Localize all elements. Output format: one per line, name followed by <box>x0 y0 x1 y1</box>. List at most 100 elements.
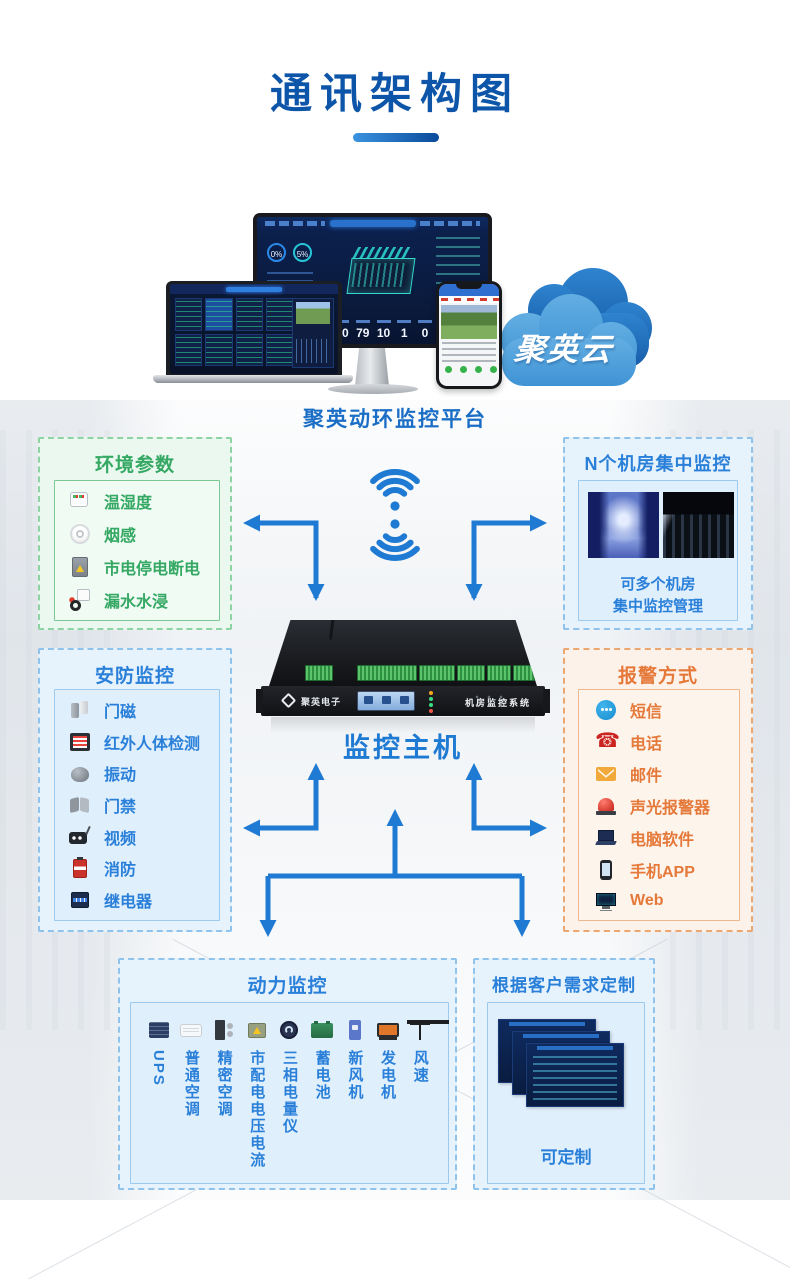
platform-caption: 聚英动环监控平台 <box>303 408 487 431</box>
arrow-to-host-right <box>465 520 542 601</box>
battery-icon <box>309 1017 335 1043</box>
water-leak-icon <box>69 588 91 611</box>
relay-icon <box>69 889 91 911</box>
greenhouse-photo <box>441 305 497 339</box>
environment-box: 环境参数 温湿度 烟感 市电停电断电 漏水水浸 <box>38 437 232 630</box>
brand-text: 聚英电子 <box>301 697 342 707</box>
power-item: 市配电电压电流 <box>244 1017 270 1177</box>
fire-icon <box>69 857 91 879</box>
cabinet-3d-model <box>346 247 416 295</box>
list-item: 消防 <box>69 856 219 880</box>
stat-value: 1 <box>397 320 412 340</box>
list-item: 漏水水浸 <box>69 588 219 612</box>
power-item: UPS <box>146 1017 172 1177</box>
rooms-title: N个机房集中监控 <box>584 454 732 474</box>
list-item: 振动 <box>69 761 219 785</box>
arrow-to-alarm <box>471 768 547 837</box>
fresh-air-fan-icon <box>342 1017 368 1043</box>
power-item: 三相电量仪 <box>276 1017 302 1177</box>
custom-screenshots <box>498 1019 638 1119</box>
stat-value: 79 <box>355 320 370 340</box>
security-title: 安防监控 <box>94 666 175 687</box>
power-meter-icon <box>276 1017 302 1043</box>
power-title: 动力监控 <box>247 976 328 997</box>
generator-icon <box>375 1017 401 1043</box>
siren-icon <box>595 795 617 817</box>
laptop-base <box>153 375 353 383</box>
precision-ac-icon <box>211 1017 237 1043</box>
pc-software-icon <box>595 827 617 849</box>
rooms-caption-line2: 集中监控管理 <box>612 598 703 615</box>
antenna <box>328 620 337 641</box>
telephone-icon <box>595 730 620 753</box>
power-item: 新风机 <box>342 1017 368 1177</box>
ups-icon <box>146 1017 172 1043</box>
list-item: 手机APP <box>595 858 739 882</box>
power-item: 风速 <box>407 1017 433 1177</box>
distribution-icon <box>244 1017 270 1043</box>
custom-caption: 可定制 <box>540 1148 592 1167</box>
monitor-dashboard-title <box>329 220 416 227</box>
rooms-caption-line1: 可多个机房 <box>620 576 696 593</box>
cloud-shape <box>501 268 652 386</box>
list-item: 视频 <box>69 825 219 849</box>
arrow-to-security <box>243 768 319 837</box>
temp-humidity-icon <box>69 490 91 512</box>
ac-icon <box>178 1017 204 1043</box>
list-item: 市电停电断电 <box>69 555 219 579</box>
web-icon <box>595 890 617 912</box>
server-room-photo-1 <box>588 492 659 558</box>
monitor-base <box>328 384 418 394</box>
wifi-icon <box>370 469 420 561</box>
lcd-screen <box>357 691 415 711</box>
alarm-box: 报警方式 短信 电话 邮件 声光报警器 电脑软件 手机APP Web <box>563 648 753 932</box>
stat-value: 10 <box>376 320 391 340</box>
brand-logo-icon <box>280 692 297 709</box>
environment-title: 环境参数 <box>94 455 175 476</box>
monitoring-host-device: 聚英电子 机房监控系统 <box>256 616 550 733</box>
cloud-jingying-cloud: 聚英云 <box>476 258 654 398</box>
led-indicators <box>429 691 434 713</box>
list-item: 红外人体检测 <box>69 730 219 754</box>
page-title: 通讯架构图 <box>269 70 520 117</box>
mains-power-icon <box>69 556 91 578</box>
arrow-host-up-left <box>248 763 325 831</box>
rooms-box: N个机房集中监控 可多个机房 集中监控管理 <box>563 437 753 630</box>
list-item: 门磁 <box>69 698 219 722</box>
video-camera-icon <box>69 826 91 848</box>
door-magnet-icon <box>69 699 91 721</box>
mobile-app-icon <box>595 859 617 881</box>
list-item: 烟感 <box>69 522 219 546</box>
list-item: 门禁 <box>69 793 219 817</box>
monitor-stand <box>355 348 389 386</box>
host-front-panel: 聚英电子 机房监控系统 <box>256 686 550 716</box>
title-underline <box>353 133 439 142</box>
custom-box: 根据客户需求定制 可定制 <box>473 958 655 1190</box>
list-item: 电话 <box>595 730 739 754</box>
cloud-label: 聚英云 <box>512 332 616 367</box>
arrow-to-rooms <box>471 514 547 598</box>
arrow-to-environment <box>243 514 319 598</box>
gauge-circle: 0% <box>267 243 286 262</box>
infrared-icon <box>69 731 91 753</box>
access-gate-icon <box>69 794 91 816</box>
host-top-unit <box>269 620 537 686</box>
phone-app <box>436 281 502 389</box>
list-item: 温湿度 <box>69 489 219 513</box>
arrow-to-host-left <box>248 520 325 601</box>
power-item: 蓄电池 <box>309 1017 335 1177</box>
list-item: 继电器 <box>69 888 219 912</box>
security-box: 安防监控 门磁 红外人体检测 振动 门禁 视频 消防 继电器 <box>38 648 232 932</box>
gauge-circle: 5% <box>293 243 312 262</box>
arrow-host-up-right <box>465 763 542 831</box>
stat-value: 0 <box>418 320 432 340</box>
alarm-title: 报警方式 <box>617 666 698 687</box>
list-item: Web <box>595 890 739 912</box>
list-item: 电脑软件 <box>595 826 739 850</box>
monitor-stats-row: 20 79 10 1 0 <box>335 314 432 340</box>
power-box: 动力监控 UPS 普通空调 精密空调 市配电电压电流 三相电量仪 蓄电池 新风机… <box>118 958 457 1190</box>
sms-icon <box>595 699 617 721</box>
power-item: 精密空调 <box>211 1017 237 1177</box>
laptop-dashboard <box>166 281 342 377</box>
